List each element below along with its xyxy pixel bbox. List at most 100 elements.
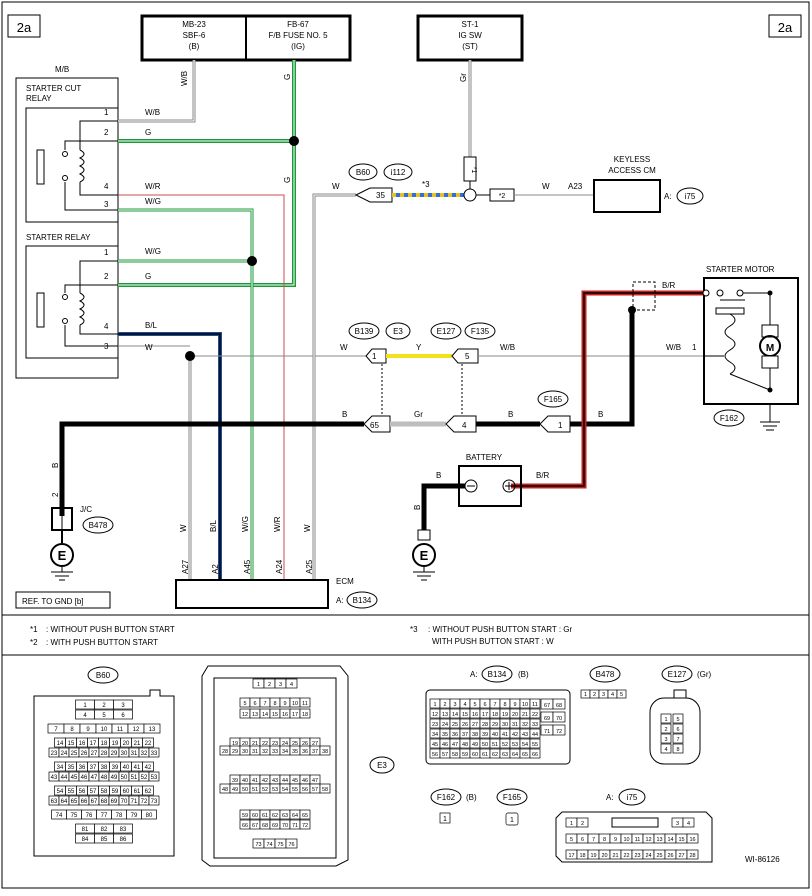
e3-pin-76: 76 (288, 842, 294, 848)
wire-wg-core (118, 209, 253, 580)
b60-pin-82: 82 (101, 827, 108, 833)
starter-motor-lead (743, 292, 771, 325)
sr-pin-4: 4 (104, 322, 109, 331)
b134-pin-66-cell (529, 748, 541, 759)
b60-pin-47: 47 (91, 775, 98, 781)
e3-pin-34: 34 (282, 749, 288, 755)
starter-cut-relay-box (25, 107, 119, 223)
b134-pin-43: 43 (522, 732, 528, 738)
b134-pin-65: 65 (522, 752, 528, 758)
e3-pin-71: 71 (292, 823, 298, 829)
b60-pin-72: 72 (141, 799, 148, 805)
e3-pin-45: 45 (292, 778, 298, 784)
cv-f165-pin (505, 812, 519, 826)
b60-pin-80: 80 (146, 813, 153, 819)
b134-pin-26: 26 (462, 722, 468, 728)
b478-pin-5: 5 (620, 692, 623, 698)
wire-w-label-2: W (340, 343, 348, 352)
e3-tag-label: E3 (393, 327, 403, 336)
b60-pin-1: 1 (83, 703, 87, 709)
i75-tag (676, 187, 704, 205)
e3-pin-58-cell (319, 783, 331, 794)
b60-pin-31: 31 (131, 751, 138, 757)
b134-pin-60: 60 (472, 752, 478, 758)
sr-switch-dot (62, 294, 68, 300)
b60-pin-24: 24 (61, 751, 68, 757)
jc-label: J/C (80, 505, 92, 514)
e127-pin-4-cell (660, 743, 672, 754)
b60-pin-2: 2 (102, 703, 106, 709)
ecm-term-A24: A24 (275, 559, 284, 574)
e3-pin-15: 15 (272, 712, 278, 718)
scr-switch-dot-2 (62, 175, 68, 181)
e3-pin-26: 26 (302, 741, 308, 747)
cv-e127-tag (661, 665, 693, 683)
cv-i75-label: i75 (627, 793, 638, 802)
starter-motor-label: STARTER MOTOR (706, 265, 775, 274)
b60-pin-17: 17 (90, 741, 97, 747)
b60-pin-14: 14 (57, 741, 64, 747)
b60-tag (348, 163, 378, 181)
i75-pin-16: 16 (689, 837, 695, 843)
b60-pin-23: 23 (51, 751, 58, 757)
cv-e127-latch (673, 689, 687, 699)
battery-pos (502, 479, 516, 493)
e3-pin-55: 55 (292, 787, 298, 793)
wire-wb-label: W/B (145, 108, 160, 117)
wire-gr-label: Gr (414, 410, 423, 419)
b60-pin-4: 4 (83, 713, 87, 719)
b60-pin-21: 21 (134, 741, 141, 747)
e3-terminal-65-num: 65 (370, 421, 379, 430)
e127-pin-1: 1 (664, 717, 667, 723)
e3-pin-17: 17 (292, 712, 298, 718)
b60-pin-76: 76 (86, 813, 93, 819)
b478-pin-4: 4 (611, 692, 614, 698)
b60-pin-75: 75 (71, 813, 78, 819)
e3-pin-64: 64 (292, 813, 298, 819)
e3-pin-10: 10 (292, 701, 298, 707)
b60-pin-26: 26 (81, 751, 88, 757)
b60-pin-84: 84 (82, 837, 89, 843)
b134-pin-30: 30 (502, 722, 508, 728)
b134-pin-12: 12 (432, 712, 438, 718)
i112-tag (383, 163, 413, 181)
b60-pin-46: 46 (81, 775, 88, 781)
keyless-box (593, 179, 661, 213)
b60-pin-54: 54 (57, 789, 64, 795)
ecm-term-A2: A2 (211, 564, 220, 574)
b134-pin-17: 17 (482, 712, 488, 718)
starter-relay-contact (36, 292, 45, 328)
i75-pin-6: 6 (581, 837, 584, 843)
cv-i75-tag (618, 788, 646, 806)
b134-pin-55-cell (529, 738, 541, 749)
b134-pin-71: 71 (544, 729, 550, 735)
battery-label: BATTERY (466, 453, 503, 462)
b134-pin-16: 16 (472, 712, 478, 718)
e3-pin-72: 72 (302, 823, 308, 829)
e3-pin-37: 37 (312, 749, 318, 755)
wire-g-vert-label-2: G (283, 177, 292, 183)
e127-pin-8: 8 (676, 747, 679, 753)
b60-pin-52: 52 (141, 775, 148, 781)
ecm-wire-A2: B/L (209, 519, 218, 532)
fuse-fb67-label: (IG) (291, 42, 305, 51)
b134-pin-38: 38 (472, 732, 478, 738)
e3-pin-18-cell (299, 708, 311, 719)
b60-pin-25: 25 (71, 751, 78, 757)
e3-pin-29: 29 (232, 749, 238, 755)
e3-pin-23: 23 (272, 741, 278, 747)
wire-b-ground (59, 421, 364, 516)
b60-pin-27: 27 (91, 751, 98, 757)
b60-pin-38: 38 (101, 765, 108, 771)
b134-pin-14: 14 (452, 712, 458, 718)
cv-f162-tag (430, 788, 462, 806)
i75-pin-5: 5 (570, 837, 573, 843)
fuse-mb23-name: SBF-6 (183, 31, 206, 40)
e3-pin-54: 54 (282, 787, 288, 793)
e3-pin-40: 40 (242, 778, 248, 784)
i75-pin-28-cell (686, 849, 699, 860)
b134-pin-33: 33 (532, 722, 538, 728)
